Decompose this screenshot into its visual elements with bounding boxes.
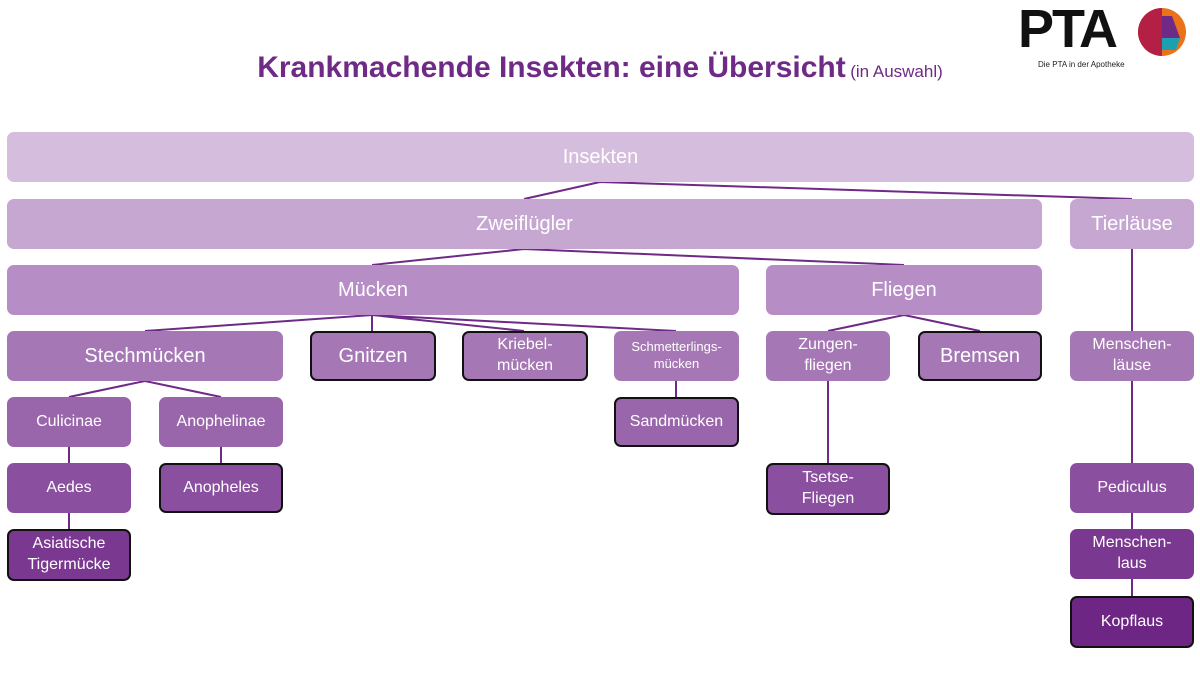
node-sandmuecken: Sandmücken	[614, 397, 739, 447]
node-zweifluegler: Zweiflügler	[7, 199, 1042, 249]
title-main: Krankmachende Insekten: eine Übersicht	[257, 51, 846, 84]
node-bremsen: Bremsen	[918, 331, 1042, 381]
node-pediculus: Pediculus	[1070, 463, 1194, 513]
pta-logo: PTA Die PTA in der Apotheke	[1018, 0, 1193, 72]
logo-text: PTA	[1018, 0, 1118, 59]
node-muecken: Mücken	[7, 265, 739, 315]
node-gnitzen: Gnitzen	[310, 331, 436, 381]
logo-emblem-icon	[1138, 8, 1186, 56]
node-tierlaeuse: Tierläuse	[1070, 199, 1194, 249]
node-kriebelmuecken: Kriebel- mücken	[462, 331, 588, 381]
node-culicinae: Culicinae	[7, 397, 131, 447]
node-stechmuecken: Stechmücken	[7, 331, 283, 381]
node-asiatische-tigermuecke: Asiatische Tigermücke	[7, 529, 131, 581]
node-schmetterlingsmuecken: Schmetterlings- mücken	[614, 331, 739, 381]
node-fliegen: Fliegen	[766, 265, 1042, 315]
title-subtitle: (in Auswahl)	[850, 62, 943, 81]
logo-tagline: Die PTA in der Apotheke	[1038, 60, 1125, 69]
node-menschenlaus: Menschen- laus	[1070, 529, 1194, 579]
node-anophelinae: Anophelinae	[159, 397, 283, 447]
node-aedes: Aedes	[7, 463, 131, 513]
node-kopflaus: Kopflaus	[1070, 596, 1194, 648]
node-tsetse-fliegen: Tsetse- Fliegen	[766, 463, 890, 515]
node-insekten: Insekten	[7, 132, 1194, 182]
node-anopheles: Anopheles	[159, 463, 283, 513]
node-menschenlaeuse: Menschen- läuse	[1070, 331, 1194, 381]
node-zungenfliegen: Zungen- fliegen	[766, 331, 890, 381]
page-title: Krankmachende Insekten: eine Übersicht (…	[257, 50, 943, 91]
